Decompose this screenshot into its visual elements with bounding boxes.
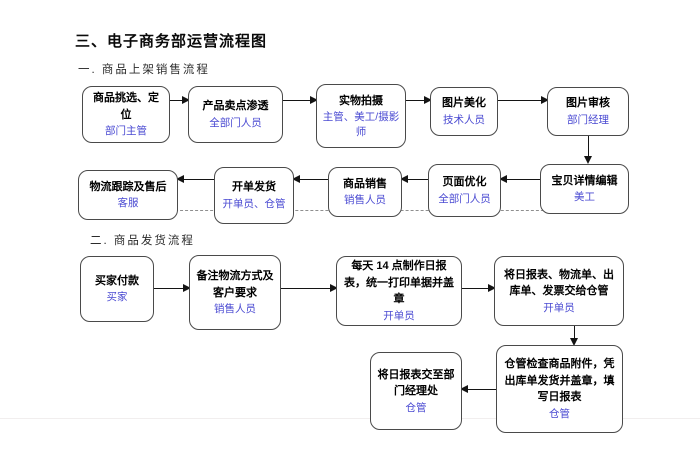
node-role: 部门主管 (105, 125, 147, 138)
node-role: 开单员、仓管 (222, 197, 286, 210)
flow-arrow-down-icon (584, 136, 593, 164)
node-title: 每天 14 点制作日报表，统一打印单据并盖章 (344, 260, 454, 306)
node-selling-point: 产品卖点渗透 全部门人员 (188, 86, 283, 143)
node-title: 开单发货 (232, 181, 276, 194)
flow-arrow-left-icon (400, 175, 428, 184)
flow-arrow-left-icon (499, 175, 540, 184)
node-role: 开单员 (383, 309, 415, 322)
flow-arrow-right-icon (406, 96, 432, 105)
node-order-shipping: 开单发货 开单员、仓管 (214, 167, 294, 224)
flow-arrow-left-icon (292, 175, 328, 184)
node-page-optimize: 页面优化 全部门人员 (428, 164, 501, 217)
flow-arrow-left-icon (460, 385, 496, 394)
flow-arrow-left-icon (176, 175, 214, 184)
flow-arrow-right-icon (281, 284, 338, 293)
node-handover-warehouse: 将日报表、物流单、出库单、发票交给仓管 开单员 (494, 256, 624, 326)
node-title: 物流跟踪及售后 (89, 180, 167, 193)
node-role: 主管、美工/摄影师 (322, 111, 400, 138)
flow-arrow-right-icon (462, 284, 496, 293)
flow-arrow-down-icon (570, 326, 579, 346)
node-image-beautify: 图片美化 技术人员 (430, 87, 498, 136)
node-title: 商品销售 (343, 177, 387, 190)
flow-arrow-right-icon (498, 96, 549, 105)
node-title: 页面优化 (442, 176, 487, 189)
node-title: 将日报表交至部门经理处 (377, 368, 455, 398)
node-title: 图片美化 (442, 97, 486, 110)
node-role: 客服 (117, 197, 139, 210)
node-role: 仓管 (405, 401, 427, 414)
node-logistics-aftersale: 物流跟踪及售后 客服 (78, 170, 178, 220)
node-role: 仓管 (549, 407, 570, 420)
node-report-to-manager: 将日报表交至部门经理处 仓管 (370, 352, 462, 430)
node-image-review: 图片审核 部门经理 (547, 87, 629, 136)
node-role: 美工 (574, 191, 595, 204)
node-title: 图片审核 (566, 97, 610, 110)
flow-arrow-right-icon (170, 96, 190, 105)
node-logistics-note: 备注物流方式及客户要求 销售人员 (189, 255, 281, 330)
node-role: 全部门人员 (438, 192, 491, 205)
node-role: 销售人员 (214, 303, 256, 316)
page-title: 三、电子商务部运营流程图 (75, 33, 268, 50)
node-role: 技术人员 (443, 113, 485, 126)
node-product-selection: 商品挑选、定位 部门主管 (82, 86, 170, 143)
node-role: 全部门人员 (209, 116, 262, 129)
node-buyer-payment: 买家付款 买家 (80, 256, 154, 322)
node-role: 部门经理 (567, 113, 609, 126)
node-title: 商品挑选、定位 (93, 92, 159, 121)
section-1-label: 一. 商品上架销售流程 (78, 64, 210, 76)
node-product-sales: 商品销售 销售人员 (328, 167, 402, 217)
node-title: 将日报表、物流单、出库单、发票交给仓管 (504, 268, 614, 298)
page-faint-rule (0, 418, 700, 419)
node-title: 买家付款 (95, 274, 139, 287)
node-title: 宝贝详情编辑 (551, 174, 618, 187)
node-title: 备注物流方式及客户要求 (196, 270, 274, 299)
node-detail-edit: 宝贝详情编辑 美工 (540, 164, 629, 214)
section-2-label: 二. 商品发货流程 (90, 235, 195, 247)
node-daily-report: 每天 14 点制作日报表，统一打印单据并盖章 开单员 (336, 256, 462, 326)
flow-arrow-right-icon (283, 96, 318, 105)
node-title: 仓管检查商品附件，凭出库单发货并盖章，填写日报表 (504, 358, 615, 404)
flow-arrow-right-icon (154, 284, 191, 293)
node-title: 产品卖点渗透 (202, 100, 269, 113)
node-role: 买家 (106, 291, 128, 304)
node-photo-shoot: 实物拍摄 主管、美工/摄影师 (316, 84, 406, 148)
node-title: 实物拍摄 (339, 94, 383, 107)
node-role: 销售人员 (344, 194, 386, 207)
node-role: 开单员 (543, 301, 575, 314)
node-warehouse-check: 仓管检查商品附件，凭出库单发货并盖章，填写日报表 仓管 (496, 345, 623, 433)
